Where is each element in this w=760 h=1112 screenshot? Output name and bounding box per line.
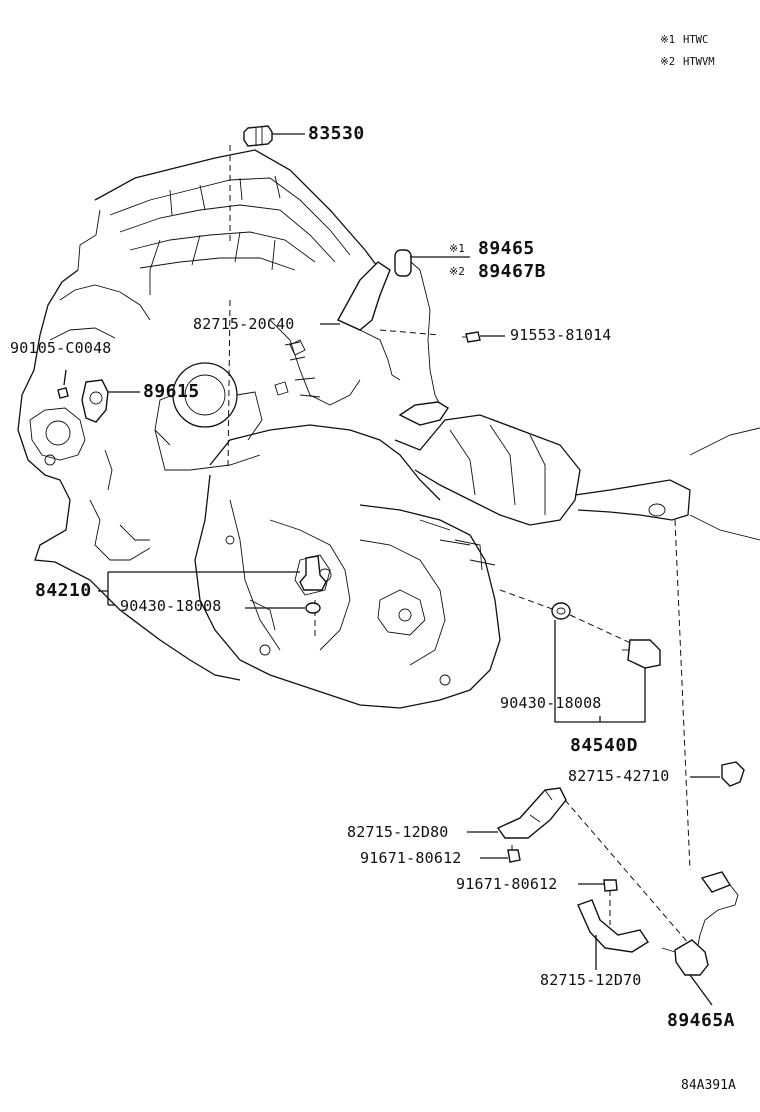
note-2-mark: ※2 bbox=[660, 56, 676, 68]
part-label-84540d: 84540D bbox=[570, 735, 639, 756]
part-label-83530: 83530 bbox=[308, 123, 365, 144]
part-label-90105-c0048: 90105-C0048 bbox=[10, 339, 112, 357]
leader-lines bbox=[63, 133, 720, 1006]
figure-code: 84A391A bbox=[681, 1078, 736, 1093]
part-label-91553-81014: 91553-81014 bbox=[510, 326, 612, 344]
note-1-mark: ※1 bbox=[660, 34, 676, 46]
note-2-text: HTWVM bbox=[683, 56, 715, 68]
part-mark-89465: ※1 bbox=[449, 242, 465, 255]
part-label-89465: 89465 bbox=[478, 238, 535, 259]
part-label-89467b: 89467B bbox=[478, 261, 547, 282]
part-label-91671-80612-upper: 91671-80612 bbox=[360, 849, 462, 867]
part-label-89615: 89615 bbox=[143, 381, 200, 402]
note-1-text: HTWC bbox=[683, 34, 709, 46]
part-label-82715-12d80: 82715-12D80 bbox=[347, 823, 449, 841]
part-label-84210: 84210 bbox=[35, 580, 92, 601]
part-label-82715-42710: 82715-42710 bbox=[568, 767, 670, 785]
part-label-90430-18008-lower: 90430-18008 bbox=[500, 694, 602, 712]
part-mark-89467b: ※2 bbox=[449, 265, 465, 278]
location-dashed-lines bbox=[227, 145, 691, 946]
part-label-89465a: 89465A bbox=[667, 1010, 736, 1031]
part-label-82715-12d70: 82715-12D70 bbox=[540, 971, 642, 989]
part-label-91671-80612-lower: 91671-80612 bbox=[456, 875, 558, 893]
engine-block-drawing bbox=[17, 149, 760, 709]
part-label-82715-20c40: 82715-20C40 bbox=[193, 315, 295, 333]
part-label-90430-18008-upper: 90430-18008 bbox=[120, 597, 222, 615]
component-parts bbox=[57, 125, 745, 976]
